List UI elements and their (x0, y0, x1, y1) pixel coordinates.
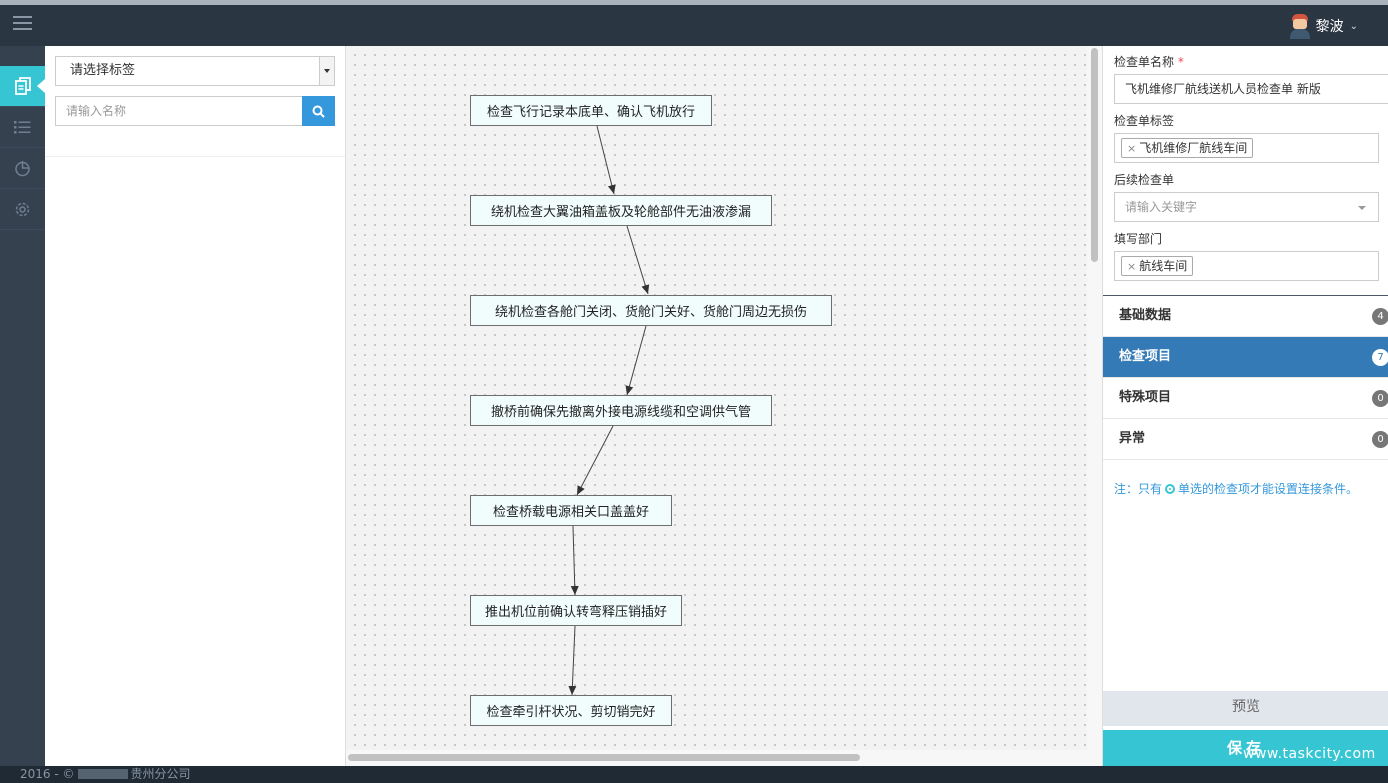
flow-arrows (568, 125, 650, 696)
count-badge: 0 (1372, 431, 1388, 448)
flow-node[interactable]: 检查牵引杆状况、剪切销完好 (470, 695, 672, 726)
search-button[interactable] (302, 96, 335, 126)
sidebar (0, 46, 45, 766)
menu-toggle-icon[interactable] (13, 16, 32, 30)
flow-node[interactable]: 检查飞行记录本底单、确认飞机放行 (470, 95, 712, 126)
horizontal-scrollbar[interactable] (346, 750, 1090, 766)
watermark: www.taskcity.com (1243, 746, 1376, 762)
next-checklist-label: 后续检查单 (1114, 173, 1175, 187)
radio-icon (1165, 484, 1176, 494)
checklist-tag-label: 检查单标签 (1114, 114, 1175, 128)
right-panel: 检查单名称 * 飞机维修厂航线送机人员检查单 新版 检查单标签 ×飞机维修厂航线… (1102, 46, 1388, 766)
count-badge: 0 (1372, 390, 1388, 407)
search-icon (312, 105, 325, 118)
flow-arrow (570, 525, 579, 596)
gear-icon (15, 202, 30, 216)
flow-node[interactable]: 绕机检查各舱门关闭、货舱门关好、货舱门周边无损伤 (470, 295, 832, 326)
flow-arrow (625, 325, 647, 396)
tag-select[interactable]: 请选择标签 (55, 56, 335, 86)
hint-note: 注：只有单选的检查项才能设置连接条件。 (1114, 482, 1359, 496)
caret-down-icon (1358, 206, 1366, 210)
documents-icon (14, 77, 31, 95)
sidebar-item-settings[interactable] (0, 189, 45, 230)
count-badge: 4 (1372, 308, 1388, 325)
flow-arrow (596, 125, 616, 195)
next-checklist-select[interactable]: 请输入关键字 (1114, 192, 1379, 222)
flow-arrow (626, 225, 650, 295)
redacted-text (77, 769, 128, 779)
chart-pie-icon (15, 160, 30, 176)
tag-chip: ×飞机维修厂航线车间 (1121, 138, 1254, 158)
chevron-down-icon: ⌄ (1349, 20, 1358, 32)
remove-tag-icon[interactable]: × (1127, 260, 1137, 273)
sidebar-item-chart[interactable] (0, 148, 45, 189)
tag-select-value: 请选择标签 (70, 63, 136, 78)
footer: 2016 - ©贵州分公司 (0, 766, 1388, 783)
flow-arrow (568, 625, 577, 696)
department-input[interactable]: ×航线车间 (1114, 251, 1379, 281)
vertical-scrollbar[interactable] (1090, 46, 1100, 750)
sidebar-item-list[interactable] (0, 107, 45, 148)
checklist-tag-input[interactable]: ×飞机维修厂航线车间 (1114, 133, 1379, 163)
name-search-input[interactable] (55, 96, 303, 126)
dropdown-arrow-icon[interactable] (319, 57, 334, 85)
flow-node[interactable]: 绕机检查大翼油箱盖板及轮舱部件无油液渗漏 (470, 195, 772, 226)
list-icon (14, 121, 31, 134)
flow-node[interactable]: 推出机位前确认转弯释压销插好 (470, 595, 682, 626)
flow-arrow (576, 425, 614, 496)
tag-chip: ×航线车间 (1121, 256, 1194, 276)
user-name: 黎波 (1315, 19, 1344, 35)
flow-node[interactable]: 检查桥载电源相关口盖盖好 (470, 495, 672, 526)
required-mark: * (1177, 55, 1184, 69)
top-bar: 黎波 ⌄ (0, 0, 1388, 46)
left-panel: 请选择标签 (45, 46, 346, 766)
flow-canvas[interactable]: 检查飞行记录本底单、确认飞机放行 绕机检查大翼油箱盖板及轮舱部件无油液渗漏 绕机… (346, 46, 1087, 750)
remove-tag-icon[interactable]: × (1127, 142, 1137, 155)
divider (45, 156, 345, 157)
checklist-name-label: 检查单名称 * (1114, 55, 1184, 69)
sidebar-item-documents[interactable] (0, 66, 45, 107)
department-label: 填写部门 (1114, 232, 1163, 246)
flow-node[interactable]: 撤桥前确保先撤离外接电源线缆和空调供气管 (470, 395, 772, 426)
avatar (1289, 13, 1310, 39)
count-badge: 7 (1372, 349, 1388, 366)
checklist-name-input[interactable]: 飞机维修厂航线送机人员检查单 新版 (1114, 74, 1388, 104)
user-menu[interactable]: 黎波 ⌄ (1289, 13, 1358, 39)
save-button[interactable]: 保存 (1103, 730, 1388, 766)
preview-button[interactable]: 预览 (1103, 691, 1388, 726)
